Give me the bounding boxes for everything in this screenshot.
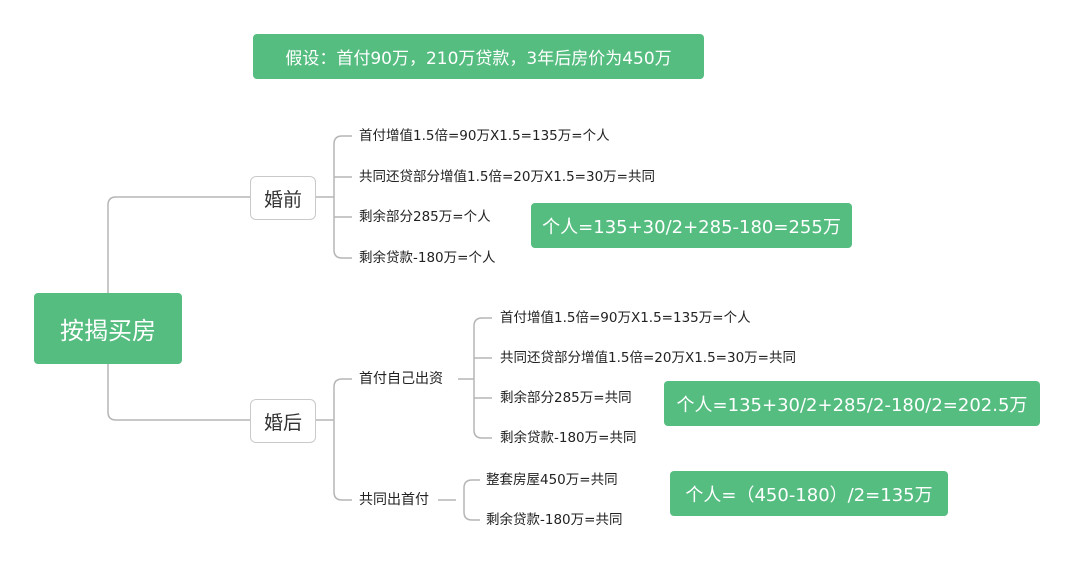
self-pay-result-box: 个人=135+30/2+285/2-180/2=202.5万	[664, 381, 1040, 426]
self-pay-item-3: 剩余部分285万=共同	[500, 390, 632, 406]
before-item-2: 共同还贷部分增值1.5倍=20万X1.5=30万=共同	[359, 169, 655, 185]
after-marriage-node: 婚后	[250, 399, 316, 443]
before-item-4: 剩余贷款-180万=个人	[359, 250, 496, 266]
before-result-box: 个人=135+30/2+285-180=255万	[531, 203, 852, 248]
root-node: 按揭买房	[34, 293, 182, 364]
before-item-3: 剩余部分285万=个人	[359, 209, 491, 225]
self-pay-item-4: 剩余贷款-180万=共同	[500, 430, 637, 446]
before-marriage-node: 婚前	[250, 176, 316, 220]
self-pay-item-2: 共同还贷部分增值1.5倍=20万X1.5=30万=共同	[500, 350, 796, 366]
assumption-box: 假设：首付90万，210万贷款，3年后房价为450万	[253, 34, 704, 79]
self-pay-node: 首付自己出资	[359, 371, 443, 387]
self-pay-item-1: 首付增值1.5倍=90万X1.5=135万=个人	[500, 310, 751, 326]
joint-pay-result-box: 个人=（450-180）/2=135万	[670, 471, 948, 516]
joint-pay-item-1: 整套房屋450万=共同	[486, 472, 618, 488]
joint-pay-node: 共同出首付	[359, 492, 429, 508]
joint-pay-item-2: 剩余贷款-180万=共同	[486, 512, 623, 528]
before-item-1: 首付增值1.5倍=90万X1.5=135万=个人	[359, 128, 610, 144]
